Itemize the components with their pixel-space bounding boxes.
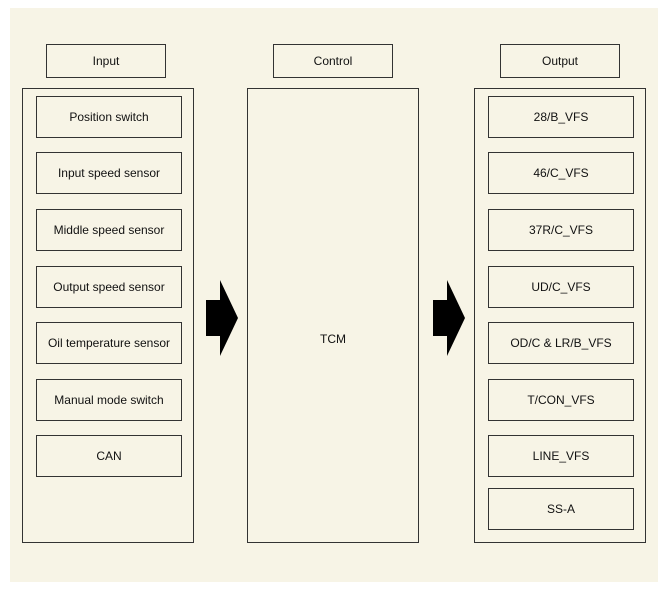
input-item-middle-speed-sensor: Middle speed sensor xyxy=(36,209,182,251)
input-item-output-speed-sensor: Output speed sensor xyxy=(36,266,182,308)
output-item-line-vfs: LINE_VFS xyxy=(488,435,634,477)
input-item-can: CAN xyxy=(36,435,182,477)
control-header: Control xyxy=(273,44,393,78)
tcm-column xyxy=(247,88,419,543)
output-column xyxy=(474,88,646,543)
input-column xyxy=(22,88,194,543)
output-item-tcon-vfs: T/CON_VFS xyxy=(488,379,634,421)
input-header: Input xyxy=(46,44,166,78)
output-item-37rc-vfs: 37R/C_VFS xyxy=(488,209,634,251)
input-item-manual-mode-switch: Manual mode switch xyxy=(36,379,182,421)
output-item-odc-lrb-vfs: OD/C & LR/B_VFS xyxy=(488,322,634,364)
input-item-input-speed-sensor: Input speed sensor xyxy=(36,152,182,194)
output-item-28b-vfs: 28/B_VFS xyxy=(488,96,634,138)
output-item-udc-vfs: UD/C_VFS xyxy=(488,266,634,308)
output-header: Output xyxy=(500,44,620,78)
output-item-ss-a: SS-A xyxy=(488,488,634,530)
input-item-position-switch: Position switch xyxy=(36,96,182,138)
output-item-46c-vfs: 46/C_VFS xyxy=(488,152,634,194)
input-to-control-arrow-icon xyxy=(206,280,238,356)
input-item-oil-temperature-sensor: Oil temperature sensor xyxy=(36,322,182,364)
tcm-label: TCM xyxy=(320,332,346,346)
control-to-output-arrow-icon xyxy=(433,280,465,356)
